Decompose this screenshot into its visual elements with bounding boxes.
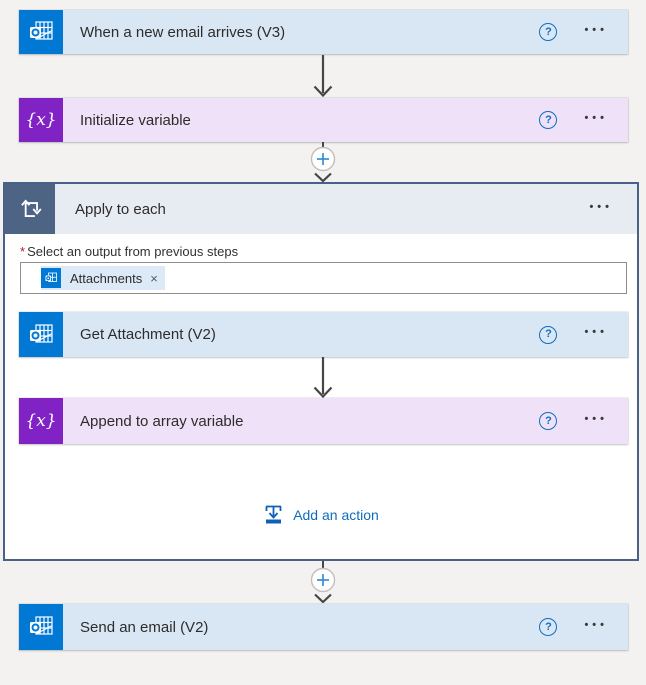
get-attachment-card-title: Get Attachment (V2) — [80, 326, 216, 343]
output-select-input[interactable]: Attachments × — [20, 262, 627, 294]
more-menu-icon[interactable]: ••• — [584, 111, 608, 124]
required-asterisk: * — [20, 244, 26, 259]
variable-icon: {x} — [19, 98, 63, 142]
add-an-action-button[interactable]: Add an action — [5, 504, 637, 525]
attachments-token[interactable]: Attachments × — [41, 266, 165, 290]
help-icon[interactable]: ? — [539, 111, 558, 129]
variable-glyph: {x} — [25, 109, 57, 130]
help-icon[interactable]: ? — [539, 325, 558, 344]
action-card-get-attachment[interactable]: Get Attachment (V2) ? ••• — [19, 312, 628, 357]
connector-arrow — [313, 55, 333, 98]
more-menu-icon[interactable]: ••• — [584, 618, 608, 631]
action-card-append-to-array-variable[interactable]: {x} Append to array variable ? ••• — [19, 398, 628, 444]
add-action-icon — [265, 505, 282, 524]
insert-step-connector[interactable] — [308, 142, 338, 182]
outlook-icon — [41, 268, 61, 288]
more-menu-icon[interactable]: ••• — [584, 23, 608, 36]
token-label: Attachments — [70, 270, 143, 286]
help-icon[interactable]: ? — [539, 618, 558, 636]
help-icon[interactable]: ? — [539, 412, 558, 430]
add-action-label: Add an action — [293, 506, 379, 523]
outlook-icon — [19, 312, 63, 357]
trigger-card-title: When a new email arrives (V3) — [80, 23, 286, 41]
action-card-initialize-variable[interactable]: {x} Initialize variable ? ••• — [19, 98, 628, 142]
outlook-icon — [19, 10, 63, 54]
outlook-icon — [19, 604, 63, 650]
trigger-card-when-new-email-arrives[interactable]: When a new email arrives (V3) ? ••• — [19, 10, 628, 54]
variable-icon: {x} — [19, 398, 63, 444]
append-card-title: Append to array variable — [80, 412, 244, 430]
token-close-icon[interactable]: × — [150, 270, 158, 286]
help-icon[interactable]: ? — [539, 23, 558, 41]
more-menu-icon[interactable]: ••• — [584, 412, 608, 425]
output-select-label: *Select an output from previous steps — [20, 244, 239, 259]
scope-title: Apply to each — [75, 200, 166, 218]
action-card-send-an-email[interactable]: Send an email (V2) ? ••• — [19, 604, 628, 650]
more-menu-icon[interactable]: ••• — [589, 200, 613, 213]
more-menu-icon[interactable]: ••• — [584, 326, 608, 338]
send-email-card-title: Send an email (V2) — [80, 618, 209, 636]
variable-glyph: {x} — [25, 410, 57, 431]
scope-header-apply-to-each[interactable]: Apply to each ••• — [5, 184, 637, 234]
scope-apply-to-each: Apply to each ••• *Select an output from… — [3, 182, 639, 561]
insert-step-connector[interactable] — [308, 561, 338, 603]
connector-arrow — [313, 357, 333, 399]
initialize-card-title: Initialize variable — [80, 111, 191, 129]
apply-to-each-loop-icon — [5, 184, 55, 234]
